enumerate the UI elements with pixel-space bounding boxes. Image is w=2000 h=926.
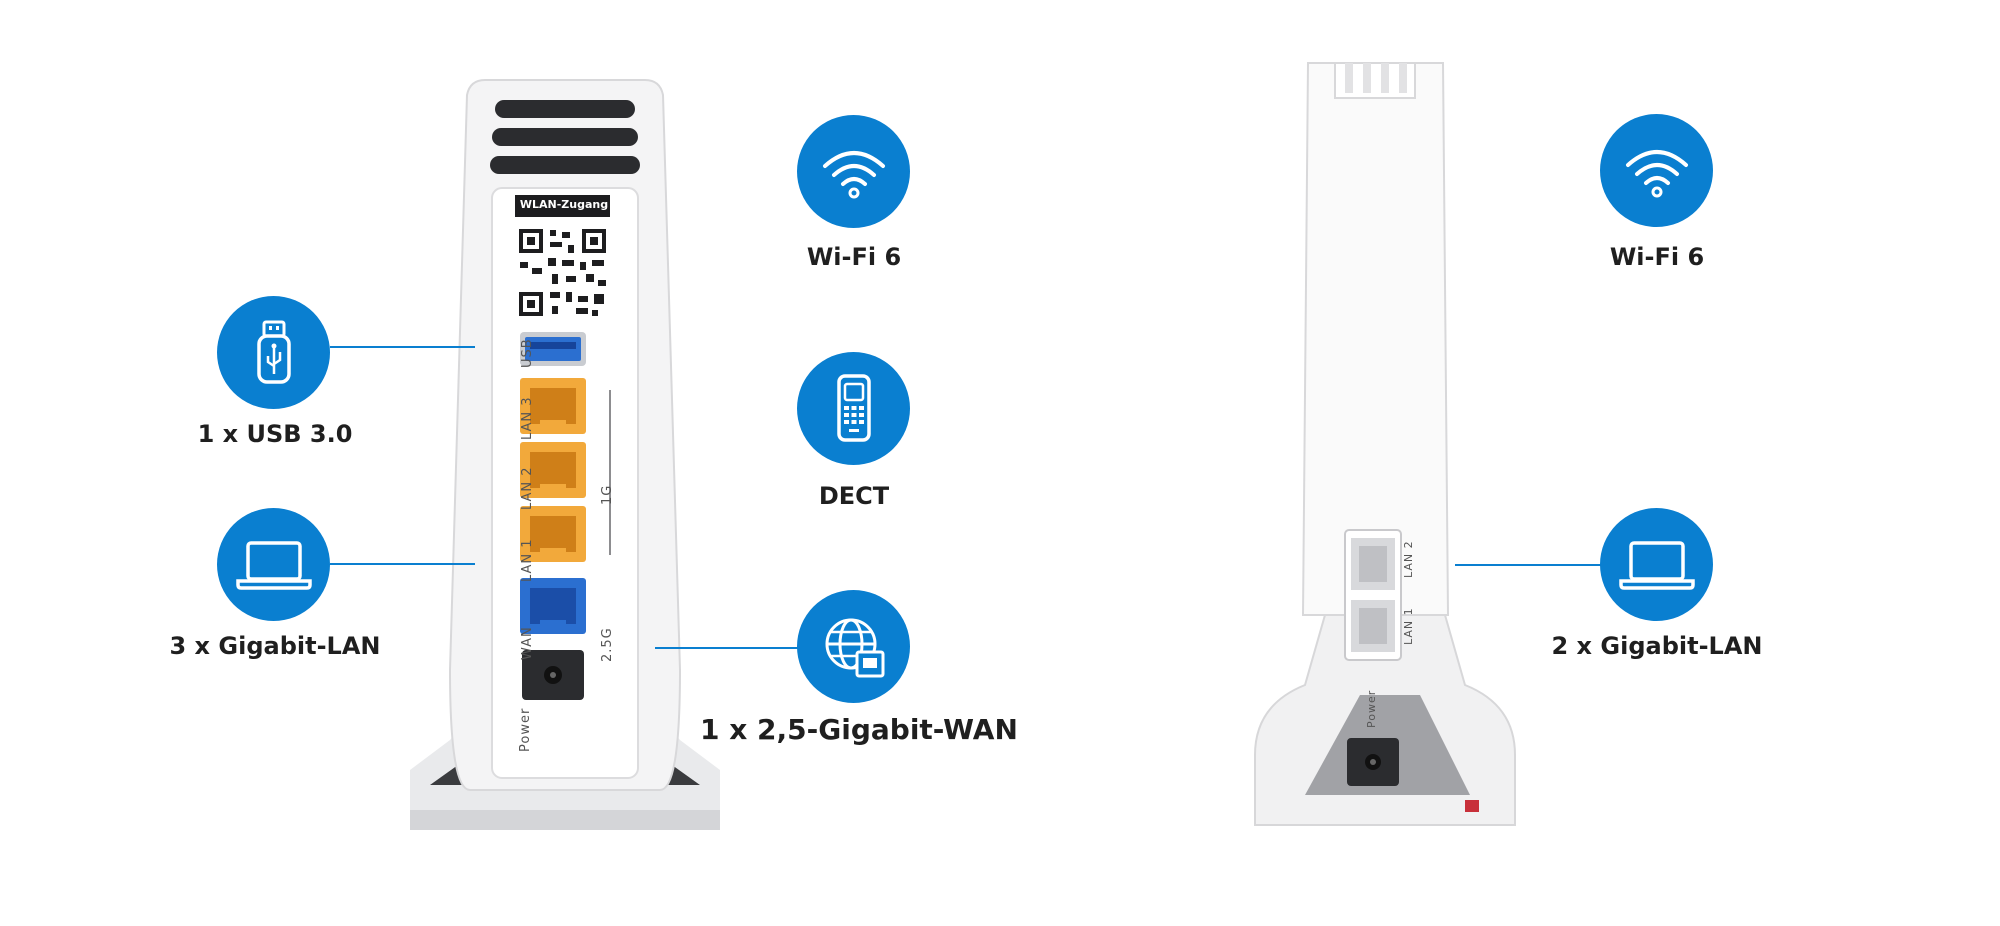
right-lan-feature-label: 2 x Gigabit-LAN xyxy=(1551,632,1763,660)
lan3-port-label: LAN 3 xyxy=(520,396,535,440)
lan-feature-label: 3 x Gigabit-LAN xyxy=(169,632,381,660)
right-wifi-feature-icon-circle xyxy=(1600,114,1713,227)
wan-feature-label: 1 x 2,5-Gigabit-WAN xyxy=(700,713,1018,746)
lan1-port-label: LAN 1 xyxy=(520,538,535,582)
router-right-side-view xyxy=(1254,62,1516,826)
wifi-icon xyxy=(822,150,885,198)
usb-feature-icon-circle xyxy=(217,296,330,409)
cordless-phone-icon xyxy=(836,373,871,442)
usb-port-label: USB xyxy=(520,338,535,368)
right-power-port-label: Power xyxy=(1365,689,1378,728)
wifi-feature-label: Wi-Fi 6 xyxy=(806,243,902,271)
group-1g-label: 1G xyxy=(600,484,615,505)
right-lan-connector-line xyxy=(1455,564,1605,566)
right-lan2-port-label: LAN 2 xyxy=(1402,540,1415,578)
usb-icon xyxy=(256,320,291,384)
dect-feature-label: DECT xyxy=(818,482,890,510)
power-port-label: Power xyxy=(518,707,533,752)
wan-feature-icon-circle xyxy=(797,590,910,703)
wifi-feature-icon-circle xyxy=(797,115,910,228)
dect-feature-icon-circle xyxy=(797,352,910,465)
wlan-access-label: WLAN-Zugang xyxy=(519,198,609,211)
router-left-back-view xyxy=(410,79,720,830)
lan-connector-line xyxy=(330,563,475,565)
lan2-port-label: LAN 2 xyxy=(520,466,535,510)
right-lan1-port-label: LAN 1 xyxy=(1402,607,1415,645)
usb-feature-label: 1 x USB 3.0 xyxy=(197,420,353,448)
wifi-icon xyxy=(1625,149,1688,197)
laptop-icon xyxy=(235,540,312,590)
right-wifi-feature-label: Wi-Fi 6 xyxy=(1609,243,1705,271)
laptop-icon xyxy=(1618,540,1695,590)
globe-icon xyxy=(825,618,884,677)
right-lan-feature-icon-circle xyxy=(1600,508,1713,621)
usb-connector-line xyxy=(330,346,475,348)
wan-connector-line xyxy=(655,647,800,649)
lan-feature-icon-circle xyxy=(217,508,330,621)
wan-port-label: WAN xyxy=(520,626,535,660)
wan-speed-label: 2.5G xyxy=(600,627,615,662)
